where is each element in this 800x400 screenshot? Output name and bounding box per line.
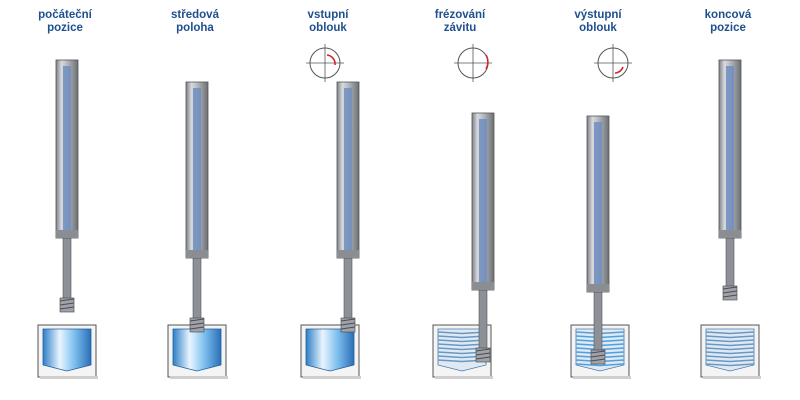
shank-coolant-channel [63,66,71,232]
step-final-position: koncová pozice [663,0,793,400]
thread-groove [705,331,755,335]
arc-arrow [485,54,489,70]
tool-shank [471,112,495,291]
cutter-tooth [590,354,606,358]
cutter-tooth [340,318,356,322]
arc-exit-icon [594,44,632,82]
step-graphic [700,59,761,379]
workpiece-block [700,324,761,379]
step-exit-arc: výstupní oblouk [533,0,663,400]
thread-groove [705,355,755,359]
cutter-tooth [340,326,356,330]
workpiece-shadow [170,376,228,379]
thread-groove [705,363,755,367]
cutter-neck [192,257,202,321]
shank-coolant-channel [726,66,734,232]
arc-entry-icon [306,44,344,82]
shank-coolant-channel [594,122,602,286]
workpiece-block [37,324,98,379]
workpiece-shadow [703,376,761,379]
cutter-tooth [189,322,205,326]
step-label: koncová pozice [704,9,752,34]
shank-taper [337,250,359,258]
tool-shank [185,81,209,259]
shank-taper [587,284,609,292]
cutter-tooth [340,322,356,326]
step-graphic [167,81,228,379]
thread-groove [705,347,755,351]
step-label: frézování závitu [434,9,486,34]
cutter-tooth [59,298,75,302]
cutter-tooth [189,326,205,330]
cutter-tooth [590,350,606,354]
step-graphic [570,44,632,379]
step-label: výstupní oblouk [574,9,622,34]
shank-coolant-channel [479,119,487,284]
cutter-tooth [475,352,491,356]
workpiece-shadow [435,376,493,379]
cutter-tooth [189,318,205,322]
cutter-tooth [722,290,738,294]
arc-arrow [614,66,624,74]
step-graphic [432,44,495,379]
cutter-tooth [722,294,738,298]
workpiece-shadow [303,376,361,379]
workpiece-block [300,324,361,379]
cutter-tooth [590,358,606,362]
cutter-neck [62,237,72,301]
cutter-neck [593,291,603,353]
thread-groove [705,359,755,363]
tool-shank [718,59,742,239]
thread-groove [437,331,487,335]
shank-coolant-channel [344,88,352,252]
cutter-head [189,257,205,333]
thread-groove [705,339,755,343]
shank-coolant-channel [193,88,201,252]
thread-groove [575,363,625,367]
bore-hole [42,328,92,372]
cutter-head [475,289,491,363]
thread-groove [705,351,755,355]
tool-shank [55,59,79,239]
cutter-head [59,237,75,313]
step-initial-position: počáteční pozice [0,0,130,400]
tool-shank [586,115,610,293]
shank-taper [472,282,494,290]
cutter-neck [478,289,488,351]
thread-groove [437,343,487,347]
workpiece-shadow [40,376,98,379]
thread-groove [437,339,487,343]
arc-milling-icon [454,44,492,82]
cutter-tooth [59,302,75,306]
cutter-neck [343,257,353,321]
step-label: středová poloha [171,9,219,34]
step-center-position: středová poloha [130,0,260,400]
cutter-head [722,237,738,301]
workpiece-block [167,324,228,379]
step-graphic [37,59,98,379]
cutter-tooth [722,286,738,290]
bore-hole [172,328,222,372]
shank-taper [56,230,78,238]
thread-groove [705,335,755,339]
shank-taper [719,230,741,238]
step-label: vstupní oblouk [307,9,349,34]
cutter-tooth [59,306,75,310]
cutter-neck [725,237,735,289]
step-thread-milling: frézování závitu [395,0,525,400]
shank-taper [186,250,208,258]
thread-groove [437,335,487,339]
workpiece-shadow [573,376,631,379]
cutter-tooth [475,356,491,360]
step-graphic [300,44,361,379]
step-label: počáteční pozice [38,9,92,34]
cutter-tooth [475,348,491,352]
bore-hole [305,328,355,372]
thread-groove [705,343,755,347]
arc-arrow [326,54,336,66]
cutter-head [340,257,356,333]
tool-shank [336,81,360,259]
step-entry-arc: vstupní oblouk [263,0,393,400]
